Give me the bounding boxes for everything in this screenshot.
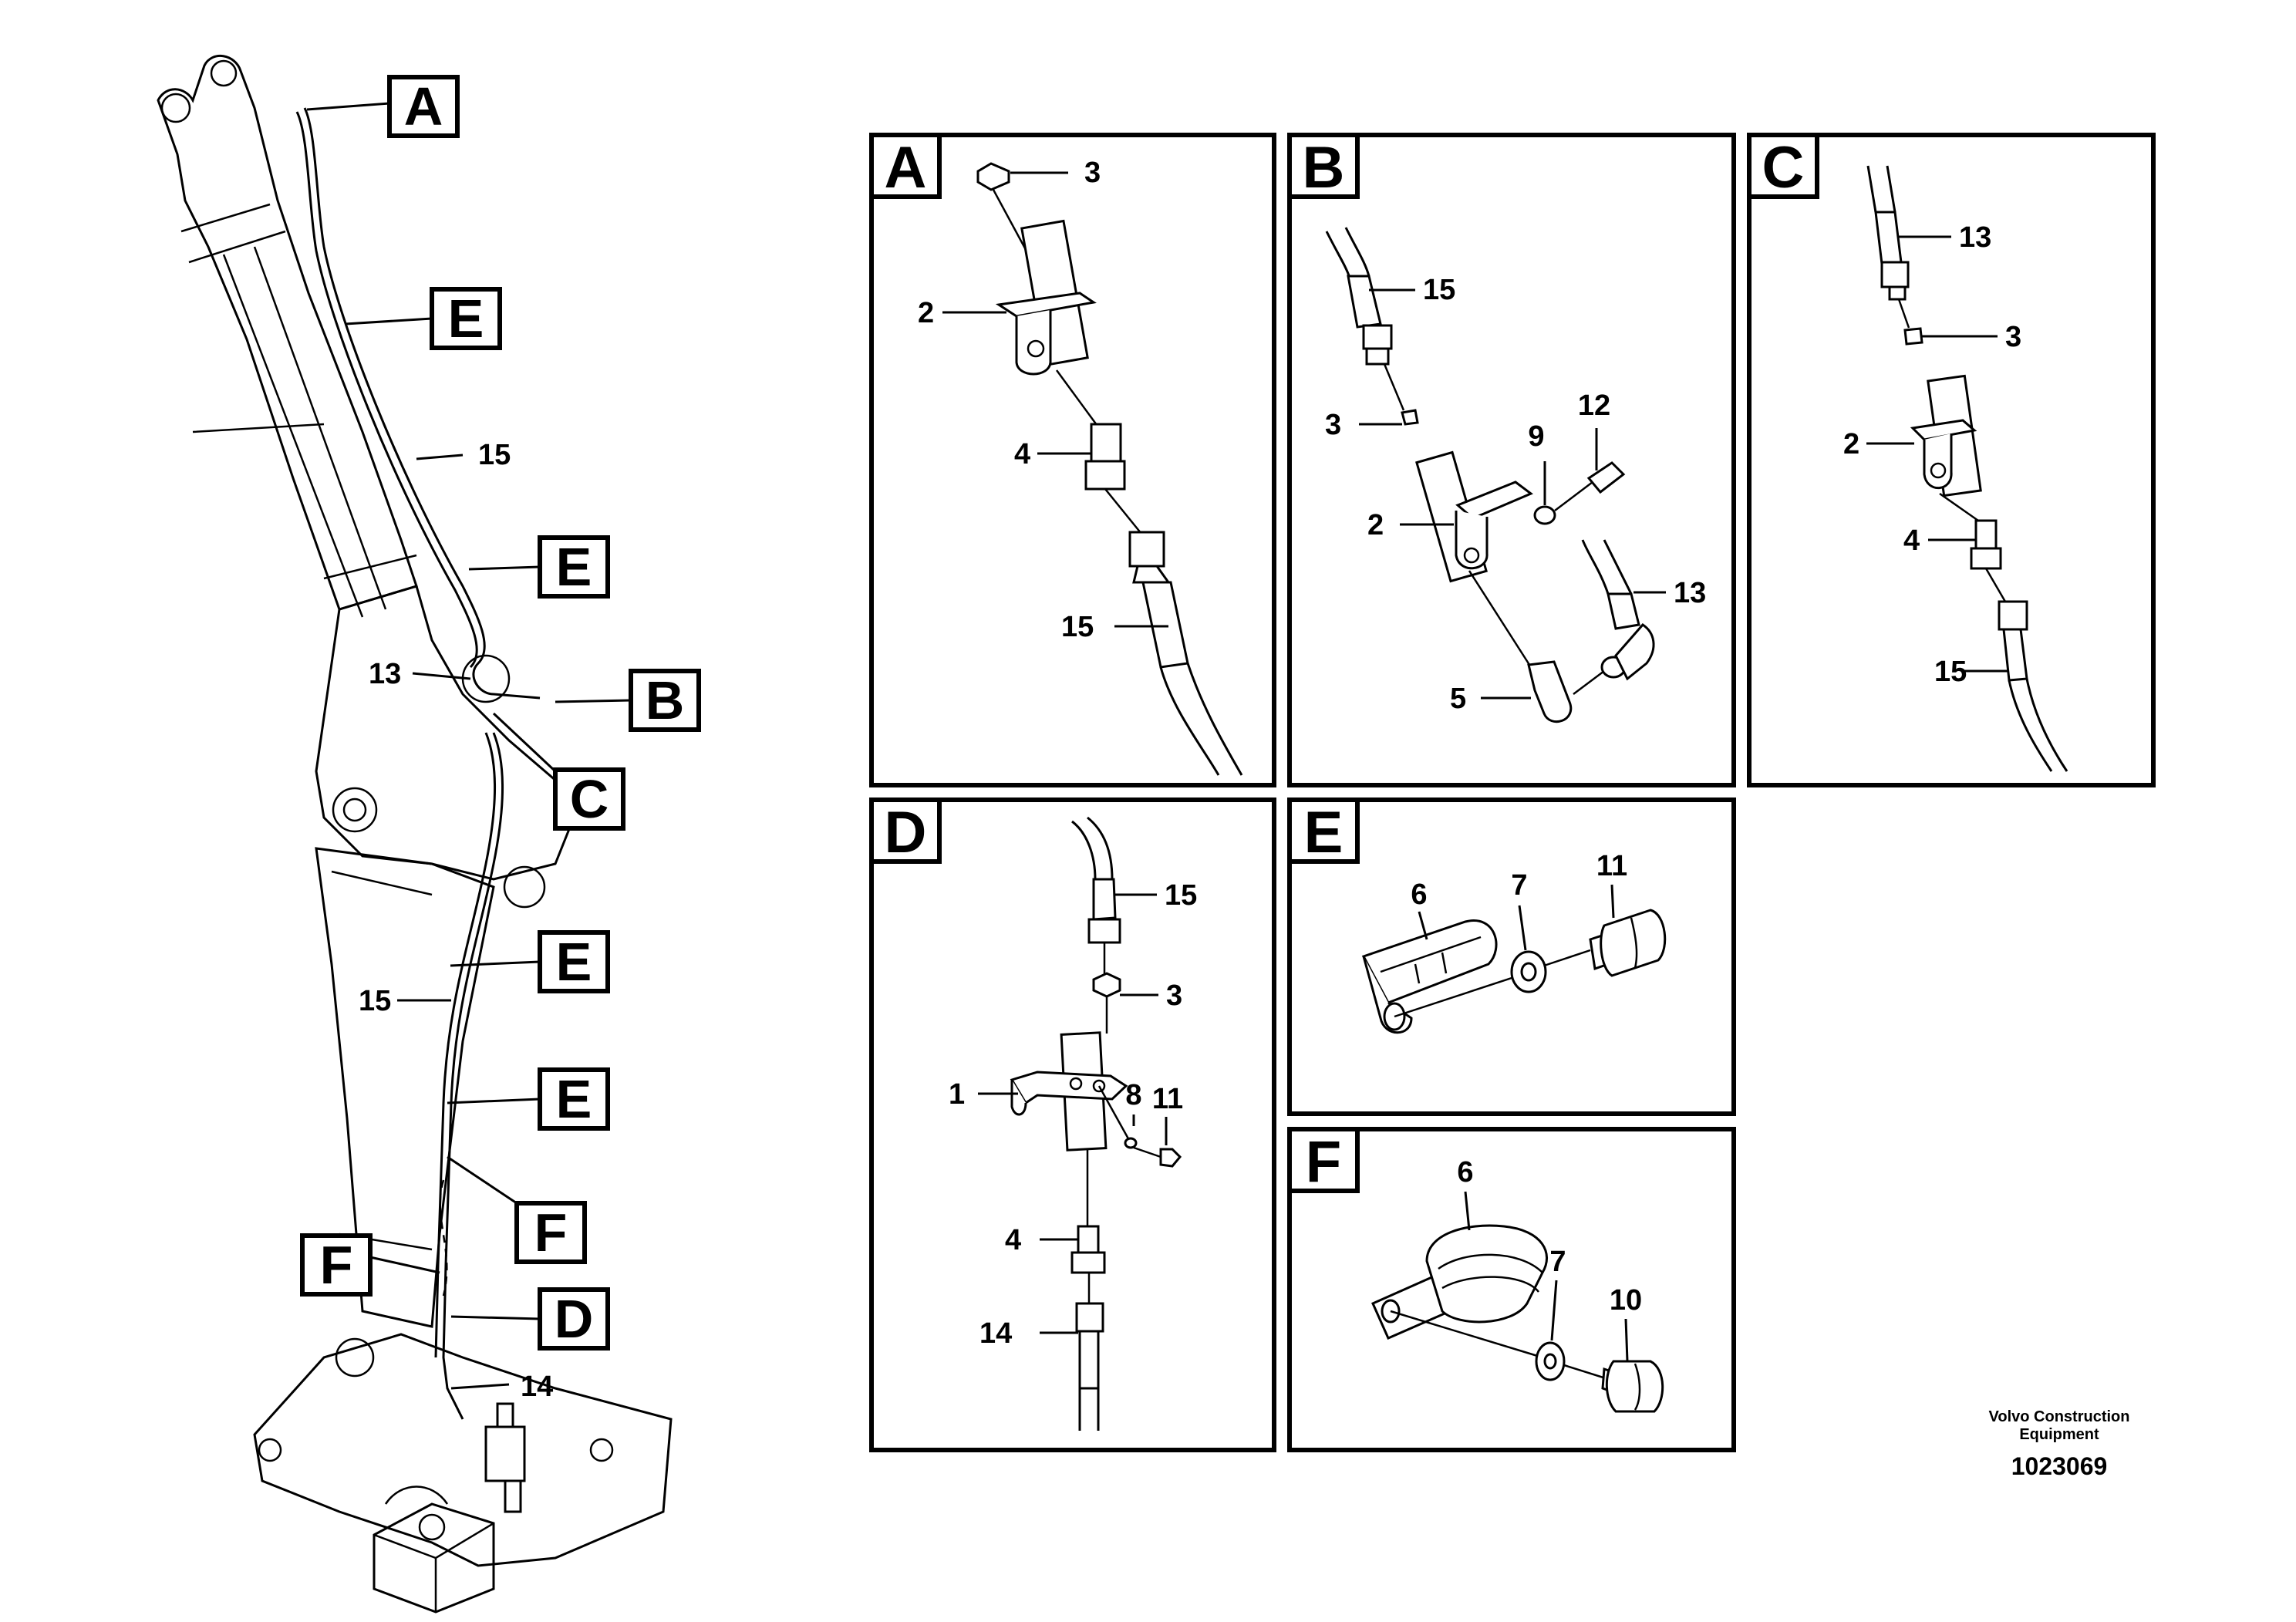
panel-a-letter: A bbox=[885, 135, 927, 201]
callout-e-4[interactable]: E bbox=[538, 1067, 610, 1131]
panel-a-label-3: 3 bbox=[1084, 157, 1101, 189]
panel-b-label-2: 2 bbox=[1367, 509, 1384, 541]
callout-f-1-label: F bbox=[534, 1202, 568, 1263]
callout-e-2[interactable]: E bbox=[538, 535, 610, 599]
footer-company-line1: Volvo Construction bbox=[1989, 1408, 2130, 1425]
panel-d-label-14: 14 bbox=[979, 1317, 1012, 1350]
panel-c-label-3: 3 bbox=[2005, 321, 2021, 353]
panel-c-label-13: 13 bbox=[1959, 221, 1991, 254]
footer-company-line2: Equipment bbox=[2019, 1426, 2099, 1443]
callout-c-label: C bbox=[570, 769, 609, 829]
footer: Volvo Construction Equipment 1023069 bbox=[1989, 1408, 2130, 1480]
panel-d-label-4: 4 bbox=[1005, 1224, 1021, 1256]
panel-d-letter: D bbox=[885, 800, 927, 865]
panel-d-label-3: 3 bbox=[1166, 980, 1182, 1012]
panel-e-label-11: 11 bbox=[1596, 850, 1627, 882]
overview-label-13: 13 bbox=[369, 658, 401, 690]
callout-f-1[interactable]: F bbox=[514, 1201, 587, 1264]
boom-overview bbox=[157, 54, 673, 1614]
callout-a[interactable]: A bbox=[387, 75, 460, 138]
callout-f-2-label: F bbox=[320, 1235, 353, 1295]
panel-b-label-9: 9 bbox=[1528, 420, 1544, 453]
overview-leaders bbox=[306, 102, 632, 1390]
panel-a-label-15: 15 bbox=[1061, 611, 1094, 643]
panel-b-label-3: 3 bbox=[1325, 409, 1341, 441]
panel-b-letter: B bbox=[1303, 135, 1345, 201]
detail-panel-d: D 15 3 1 8 11 4 bbox=[869, 798, 1276, 1452]
callout-f-2[interactable]: F bbox=[300, 1233, 373, 1297]
panel-c-label-15: 15 bbox=[1934, 656, 1967, 688]
panel-b-label-13: 13 bbox=[1674, 577, 1706, 609]
panel-d-label-1: 1 bbox=[949, 1078, 965, 1111]
panel-c-letter: C bbox=[1762, 135, 1805, 201]
callout-d[interactable]: D bbox=[538, 1287, 610, 1351]
panel-b-label-12: 12 bbox=[1578, 389, 1610, 422]
detail-panel-b: B 15 3 9 12 2 13 5 bbox=[1287, 133, 1736, 787]
callout-a-label: A bbox=[404, 76, 443, 137]
callout-e-2-label: E bbox=[556, 537, 592, 597]
panel-c-label-2: 2 bbox=[1843, 428, 1859, 460]
callout-b-label: B bbox=[646, 670, 685, 730]
panel-b-label-5: 5 bbox=[1450, 683, 1466, 715]
detail-panel-a: A 3 2 4 15 bbox=[869, 133, 1276, 787]
callout-e-3-label: E bbox=[556, 932, 592, 992]
footer-doc-number: 1023069 bbox=[2011, 1452, 2108, 1480]
callout-b[interactable]: B bbox=[629, 669, 701, 732]
detail-panel-f: F 6 7 10 bbox=[1287, 1127, 1736, 1452]
callout-d-label: D bbox=[555, 1289, 594, 1349]
panel-f-label-7: 7 bbox=[1549, 1246, 1566, 1278]
panel-d-label-15: 15 bbox=[1165, 879, 1197, 912]
panel-f-label-6: 6 bbox=[1457, 1156, 1473, 1189]
detail-panel-c: C 13 3 2 4 15 bbox=[1747, 133, 2156, 787]
overview-label-15-lower: 15 bbox=[359, 985, 391, 1017]
callout-e-4-label: E bbox=[556, 1069, 592, 1129]
panel-a-label-2: 2 bbox=[918, 297, 934, 329]
detail-panel-e: E 6 7 11 bbox=[1287, 798, 1736, 1116]
panel-d-label-8: 8 bbox=[1125, 1079, 1141, 1111]
panel-b-label-15: 15 bbox=[1423, 274, 1455, 306]
panel-a-label-4: 4 bbox=[1014, 438, 1030, 470]
panel-f-letter: F bbox=[1306, 1129, 1341, 1195]
callout-e-1[interactable]: E bbox=[430, 287, 502, 350]
callout-c[interactable]: C bbox=[553, 767, 625, 831]
callout-e-3[interactable]: E bbox=[538, 930, 610, 993]
panel-e-label-6: 6 bbox=[1411, 878, 1427, 911]
panel-e-letter: E bbox=[1304, 800, 1344, 865]
panel-d-label-11: 11 bbox=[1152, 1083, 1183, 1115]
panel-e-label-7: 7 bbox=[1511, 869, 1527, 902]
panel-f-label-10: 10 bbox=[1610, 1284, 1642, 1317]
overview-label-14: 14 bbox=[521, 1371, 553, 1403]
callout-e-1-label: E bbox=[448, 288, 484, 349]
panel-c-label-4: 4 bbox=[1903, 524, 1920, 557]
overview-label-15-upper: 15 bbox=[478, 439, 511, 471]
